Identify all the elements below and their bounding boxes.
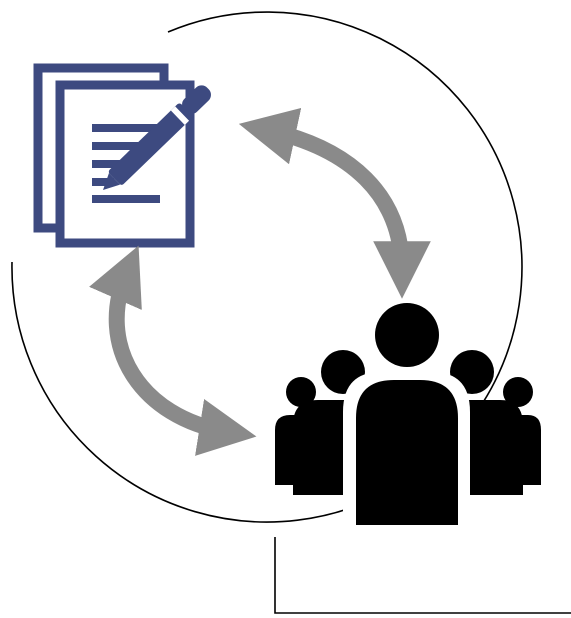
group-people-icon — [275, 303, 541, 525]
pen-icon — [103, 85, 211, 190]
arrow-document-to-people — [238, 107, 431, 299]
document-edit-icon — [33, 63, 211, 248]
bracket-connector — [274, 537, 571, 614]
arrow-people-to-document — [89, 245, 257, 456]
